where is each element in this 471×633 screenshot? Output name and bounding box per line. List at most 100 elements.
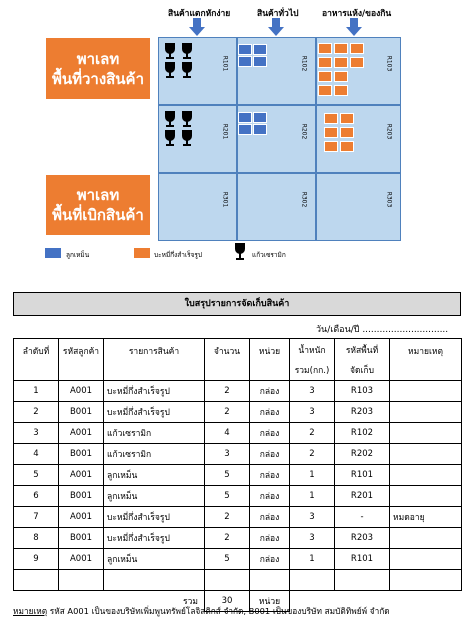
noodle-box — [334, 57, 348, 68]
cell-loc: R101 — [334, 464, 390, 486]
location-label: R101 — [221, 55, 229, 72]
blank-cell — [13, 569, 59, 591]
cell-customer: B001 — [58, 527, 104, 549]
mothball-box — [253, 112, 267, 123]
table-blank-row — [13, 569, 462, 591]
legend-blue-label: ลูกเหม็น — [66, 251, 90, 259]
cell-unit: กล่อง — [249, 401, 290, 423]
shelf-cell-r101: R101 — [158, 37, 237, 105]
cell-no: 8 — [13, 527, 59, 549]
total-empty — [289, 590, 462, 612]
cell-weight: 3 — [289, 401, 335, 423]
pallet-pick-area: พาเลท พื้นที่เบิกสินค้า — [46, 175, 150, 235]
shelf-cell-r102: R102 — [237, 37, 316, 105]
arrow-down-icon — [189, 18, 205, 36]
cell-qty: 2 — [204, 401, 250, 423]
location-label: R302 — [300, 191, 308, 208]
arrow-down-icon — [346, 18, 362, 36]
cell-note — [389, 485, 462, 507]
header-qty: จำนวน — [204, 338, 250, 381]
mothball-box — [238, 56, 252, 67]
noodle-box — [340, 113, 354, 124]
date-line: วัน/เดือน/ปี ...........................… — [316, 325, 449, 335]
noodle-box — [334, 71, 348, 82]
shelf-cell-r302: R302 — [237, 173, 316, 241]
header-weight-line1: น้ำหนัก — [298, 345, 326, 356]
cell-no: 9 — [13, 548, 59, 570]
cell-item: ลูกเหม็น — [103, 485, 205, 507]
cell-customer: B001 — [58, 485, 104, 507]
cell-note — [389, 380, 462, 402]
location-label: R103 — [385, 55, 393, 72]
total-unit: หน่วย — [249, 590, 290, 612]
blank-cell — [334, 569, 390, 591]
cell-qty: 5 — [204, 485, 250, 507]
cell-customer: B001 — [58, 443, 104, 465]
mothball-box — [238, 44, 252, 55]
location-label: R102 — [300, 55, 308, 72]
shelf-cell-r203: R203 — [316, 105, 401, 173]
header-customer: รหัสลูกค้า — [58, 338, 104, 381]
wine-glass-icon — [165, 111, 192, 146]
cell-note — [389, 422, 462, 444]
cell-qty: 3 — [204, 443, 250, 465]
arrow-down-icon — [268, 18, 284, 36]
cell-item: แก้วเซรามิก — [103, 422, 205, 444]
cell-item: แก้วเซรามิก — [103, 443, 205, 465]
cell-unit: กล่อง — [249, 380, 290, 402]
noodle-box — [318, 43, 332, 54]
pallet-storage-line1: พาเลท — [76, 49, 120, 68]
header-location: รหัสพื้นที่ จัดเก็บ — [334, 338, 390, 381]
shelf-grid: R101 R102 R103 R201 R202 — [158, 37, 401, 241]
mothball-box — [253, 44, 267, 55]
cell-note — [389, 548, 462, 570]
cell-no: 1 — [13, 380, 59, 402]
shelf-cell-r202: R202 — [237, 105, 316, 173]
footnote-text: รหัส A001 เป็นของบริษัทเพิ่มพูนทรัพย์โลจ… — [47, 606, 390, 616]
mothball-box — [253, 124, 267, 135]
cell-qty: 4 — [204, 422, 250, 444]
cell-weight: 3 — [289, 527, 335, 549]
shelf-cell-r201: R201 — [158, 105, 237, 173]
mothball-box — [253, 56, 267, 67]
cell-unit: กล่อง — [249, 443, 290, 465]
cell-no: 4 — [13, 443, 59, 465]
shelf-cell-r103: R103 — [316, 37, 401, 105]
cell-no: 6 — [13, 485, 59, 507]
cell-loc: R103 — [334, 380, 390, 402]
noodle-box — [324, 113, 338, 124]
noodle-box — [318, 71, 332, 82]
cell-loc: R201 — [334, 485, 390, 507]
cell-weight: 1 — [289, 485, 335, 507]
noodle-box — [340, 141, 354, 152]
header-note: หมายเหตุ — [389, 338, 462, 381]
header-location-line1: รหัสพื้นที่ — [345, 345, 379, 356]
cell-loc: R102 — [334, 422, 390, 444]
cell-note — [389, 464, 462, 486]
cell-weight: 1 — [289, 464, 335, 486]
blank-cell — [204, 569, 250, 591]
footnote-label: หมายเหตุ — [13, 606, 48, 616]
noodle-box — [318, 57, 332, 68]
pallet-pick-line1: พาเลท — [76, 186, 120, 204]
noodle-box — [350, 57, 364, 68]
cell-qty: 5 — [204, 548, 250, 570]
pallet-pick-line2: พื้นที่เบิกสินค้า — [52, 206, 144, 224]
noodle-box — [334, 43, 348, 54]
cell-qty: 2 — [204, 380, 250, 402]
doc-title: ใบสรุปรายการจัดเก็บสินค้า — [13, 292, 461, 316]
cell-weight: 3 — [289, 506, 335, 528]
noodle-box — [318, 85, 332, 96]
cell-unit: กล่อง — [249, 548, 290, 570]
cell-customer: A001 — [58, 548, 104, 570]
cell-unit: กล่อง — [249, 422, 290, 444]
cell-weight: 2 — [289, 422, 335, 444]
noodle-box — [334, 85, 348, 96]
cell-qty: 2 — [204, 506, 250, 528]
pallet-storage-area: พาเลท พื้นที่วางสินค้า — [46, 38, 150, 99]
legend-orange-swatch — [134, 248, 150, 258]
